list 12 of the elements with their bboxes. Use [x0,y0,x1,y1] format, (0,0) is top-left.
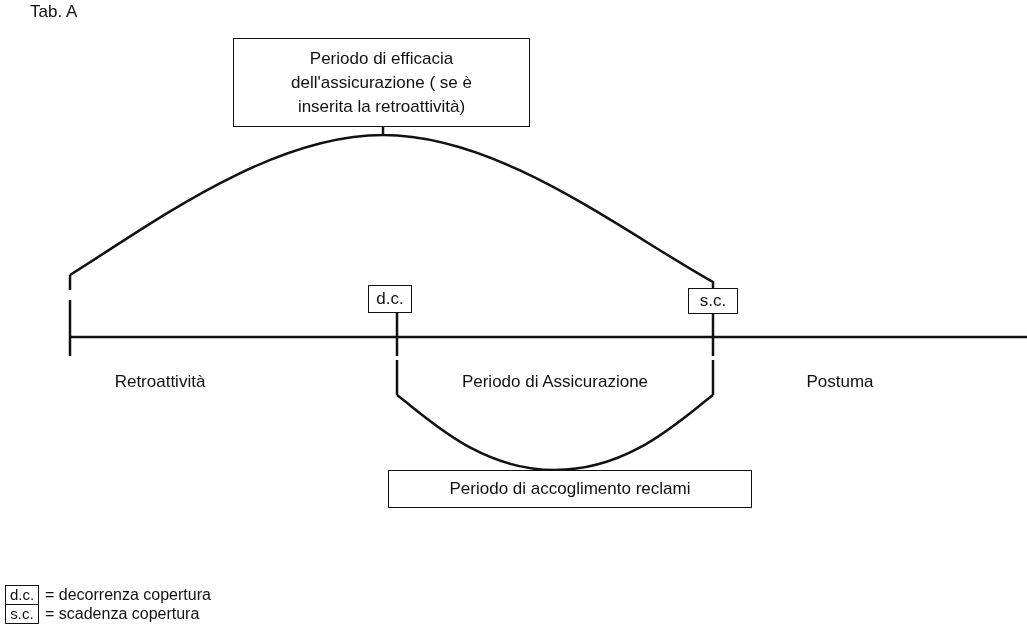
period-label: Periodo di Assicurazione [461,372,649,392]
legend-text: = scadenza copertura [45,605,200,623]
marker-box: s.c. [688,288,738,314]
period-label: Retroattività [114,372,206,392]
legend-marker-box: d.c. [5,585,39,605]
legend-text: = decorrenza copertura [45,586,211,604]
legend-marker-box: s.c. [5,604,39,624]
text-box: Periodo di efficacia dell'assicurazione ( se è inserita la retroattività) [233,38,530,127]
table-label: Tab. A [30,2,78,22]
text-box: Periodo di accoglimento reclami [388,470,752,508]
period-label: Postuma [806,372,874,392]
marker-box: d.c. [368,285,412,313]
